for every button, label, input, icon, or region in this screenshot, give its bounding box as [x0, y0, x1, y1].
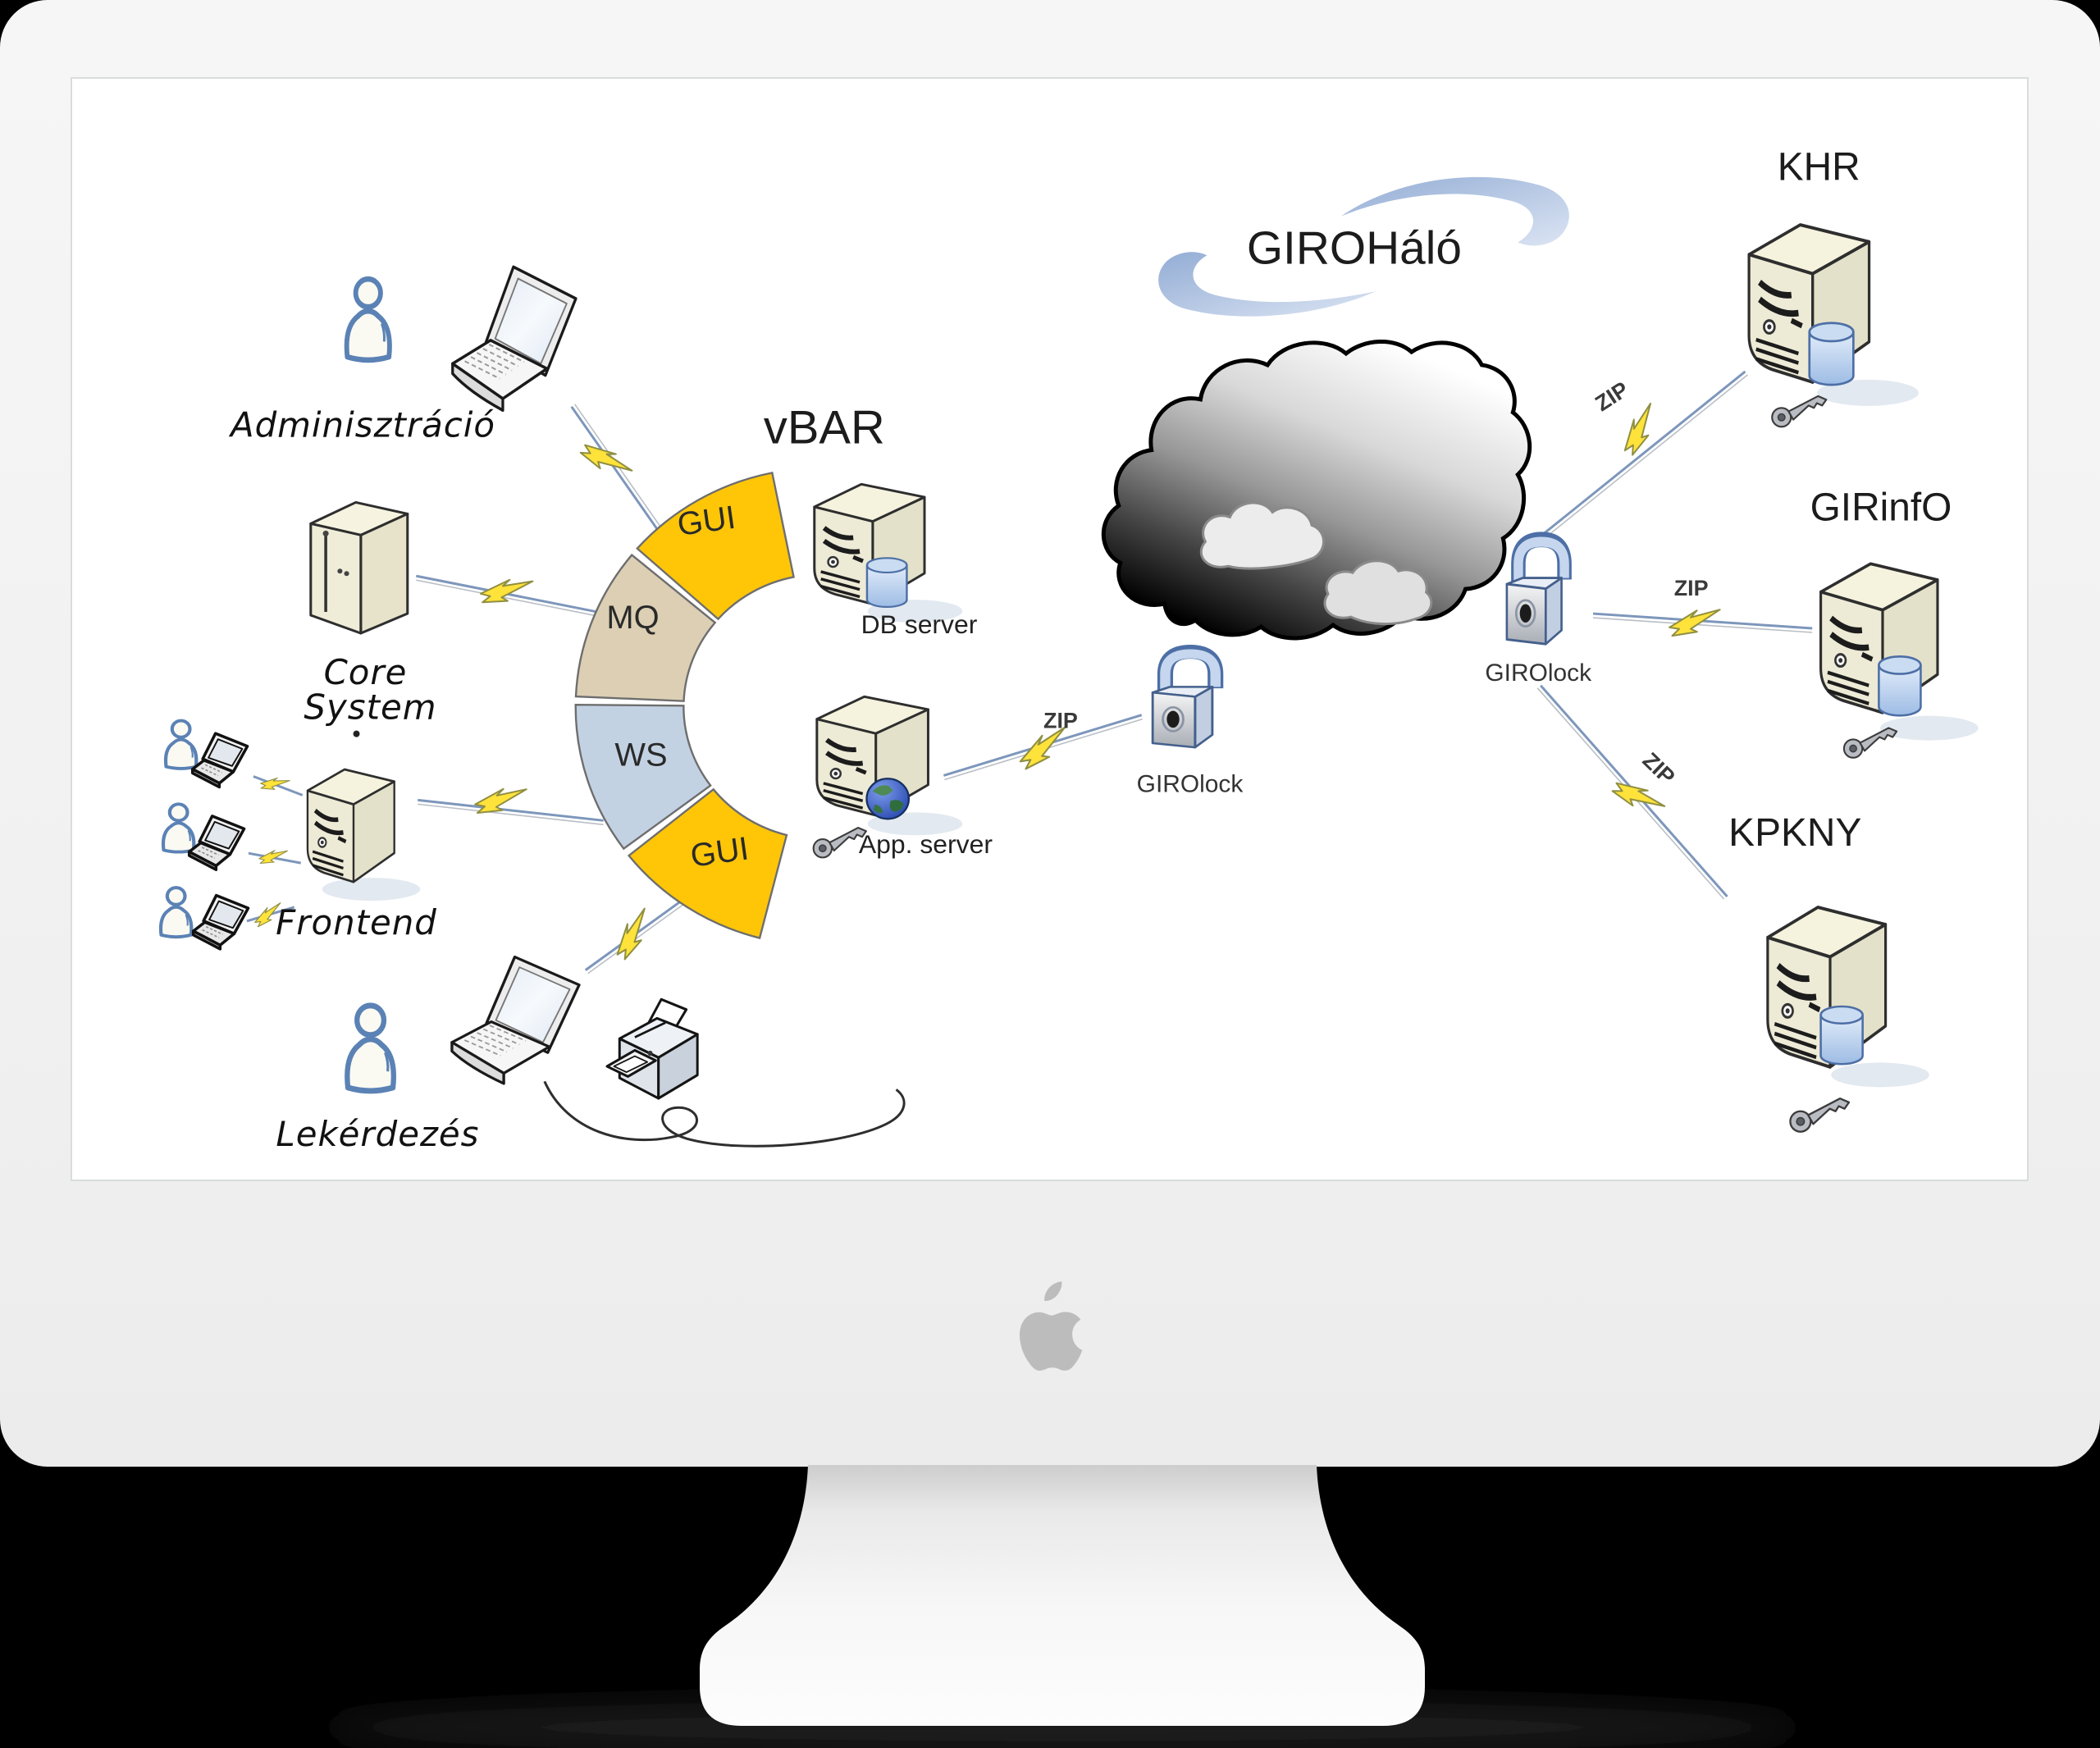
padlock-icon — [1153, 652, 1216, 748]
query-cluster: Lekérdezés — [276, 955, 906, 1154]
zip-label-khr-link: ZIP — [1591, 377, 1632, 416]
app-server-label: App. server — [859, 829, 993, 859]
shadow — [1831, 1062, 1929, 1088]
admin-cluster: Adminisztráció — [228, 265, 578, 445]
swoosh-bottom-icon — [1158, 252, 1376, 317]
key-icon — [1771, 395, 1828, 428]
padlock-icon — [1507, 540, 1564, 644]
lightning-bolt-icon — [1014, 726, 1074, 771]
zip-label-girinfo-link: ZIP — [1674, 576, 1709, 600]
query-laptop-icon — [450, 955, 581, 1085]
frontend-label: Frontend — [276, 902, 437, 942]
girinfo-label: GIRinfO — [1810, 486, 1952, 529]
frontend-cluster: Frontend — [161, 721, 437, 951]
inner-cloud-icon — [1323, 559, 1433, 626]
frontend-laptop-icon — [191, 893, 250, 951]
vbar-title: vBAR — [764, 402, 885, 454]
cloud-icon — [1101, 340, 1532, 641]
ring-segment-ws — [574, 704, 712, 851]
frontend-user-icon — [166, 721, 196, 769]
girolock-right-node: GIROlock — [1485, 540, 1591, 687]
kpkny-label: KPKNY — [1728, 811, 1861, 855]
query-label: Lekérdezés — [276, 1114, 479, 1154]
shadow — [1817, 379, 1919, 406]
globe-icon — [865, 778, 911, 820]
apple-logo-icon — [1020, 1281, 1083, 1371]
database-cylinder-icon — [1808, 322, 1855, 386]
core-label-line2: System — [304, 687, 436, 728]
zip-label-app-link: ZIP — [1043, 709, 1078, 733]
lightning-bolt-icon — [258, 847, 288, 868]
admin-label: Adminisztráció — [228, 405, 495, 445]
gui-bottom-label: GUI — [688, 830, 751, 874]
frontend-laptop-icon — [187, 815, 246, 871]
key-icon — [1789, 1098, 1851, 1133]
core-system-cabinet-icon — [309, 500, 409, 635]
shadow — [322, 878, 421, 901]
database-cylinder-icon — [1819, 1005, 1864, 1066]
imac-monitor: vBAR GIROHáló — [0, 0, 2100, 1467]
ws-label: WS — [614, 737, 667, 774]
ring-segment-gui-top — [636, 471, 795, 621]
khr-node: KHR — [1749, 146, 1919, 428]
girinfo-node: GIRinfO — [1810, 486, 1979, 759]
khr-label: KHR — [1778, 146, 1860, 189]
printer-cable — [543, 1080, 906, 1148]
database-cylinder-icon — [865, 557, 908, 609]
database-cylinder-icon — [1878, 655, 1922, 717]
frontend-laptop-icon — [190, 732, 249, 789]
zip-label-kpkny-link: ZIP — [1638, 748, 1680, 790]
girolock-left-node: GIROlock — [1137, 652, 1244, 797]
app-server-node: App. server — [812, 696, 993, 859]
ring-segment-mq — [574, 553, 717, 702]
gui-top-label: GUI — [675, 500, 737, 543]
core-system-node: Core System — [304, 500, 436, 789]
dot — [353, 730, 360, 737]
architecture-diagram: vBAR GIROHáló — [72, 146, 1979, 1154]
stand-shadow — [324, 1700, 1801, 1748]
admin-person-icon — [347, 279, 390, 360]
girolock-right-label: GIROlock — [1485, 659, 1591, 687]
lightning-bolt-icon — [604, 907, 663, 962]
monitor-screen: vBAR GIROHáló — [71, 77, 2029, 1181]
kpkny-node: KPKNY — [1728, 811, 1929, 1133]
query-person-icon — [347, 1006, 394, 1091]
stand-base — [700, 1465, 1425, 1726]
ring-segment-gui-bottom — [627, 787, 788, 940]
db-server-label: DB server — [861, 609, 978, 639]
inner-cloud-icon — [1199, 501, 1325, 570]
girohalo-cloud — [1101, 340, 1532, 641]
frontend-server-icon — [308, 769, 395, 882]
db-server-node: DB server — [815, 484, 978, 639]
lightning-bolt-icon — [258, 771, 290, 796]
swoosh-top-icon — [1340, 176, 1569, 246]
vbar-interface-ring — [574, 471, 795, 940]
mq-label: MQ — [606, 600, 659, 636]
girohalo-logo: GIROHáló — [1158, 176, 1569, 317]
printer-icon — [605, 997, 699, 1100]
key-icon — [1842, 727, 1898, 759]
lightning-bolt-icon — [478, 572, 534, 611]
lightning-bolt-icon — [1610, 402, 1670, 459]
admin-laptop-icon — [450, 265, 578, 413]
girolock-left-label: GIROlock — [1137, 770, 1244, 797]
shadow — [1879, 715, 1979, 741]
frontend-user-icon — [161, 888, 191, 937]
core-label-line1: Core — [324, 652, 408, 692]
frontend-user-icon — [163, 804, 194, 851]
girohalo-label: GIROHáló — [1247, 222, 1462, 274]
